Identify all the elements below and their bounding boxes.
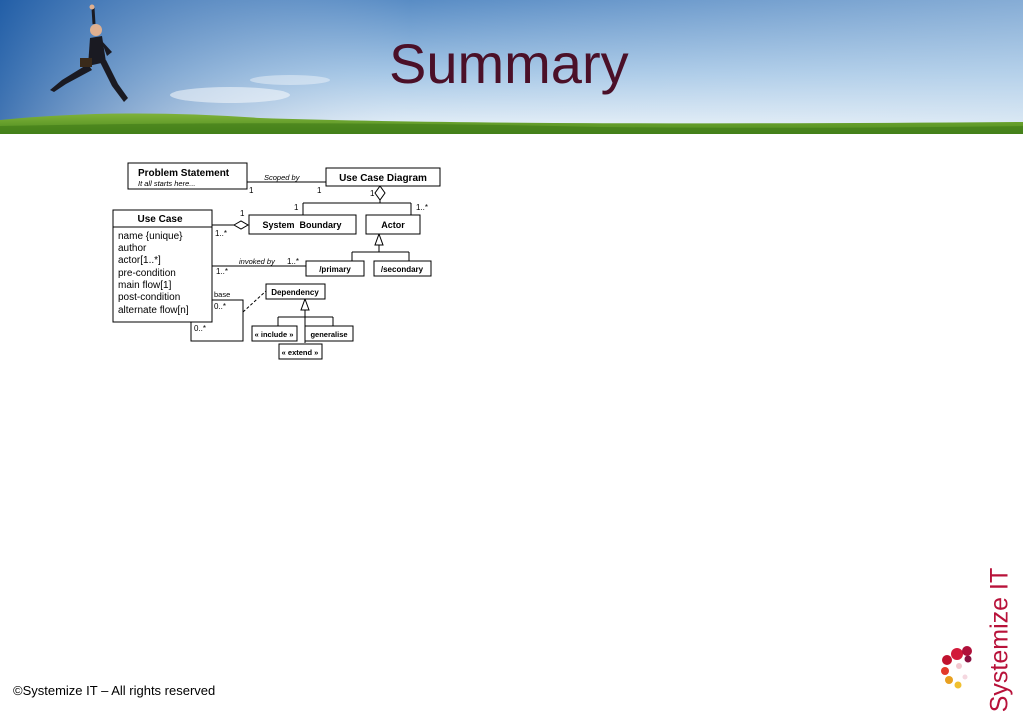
multiplicity-label: 1..* (215, 229, 227, 238)
base-label: base (214, 290, 230, 299)
use-case-attribute: post-condition (118, 292, 180, 303)
use-case-title: Use Case (137, 214, 182, 225)
include-box: « include » (251, 325, 298, 342)
actor-box: Actor (365, 214, 421, 235)
multiplicity-label: 1..* (416, 203, 428, 212)
scoped-by-label: Scoped by (264, 173, 301, 182)
use-case-attribute: actor[1..*] (118, 255, 161, 266)
connectors (190, 181, 412, 343)
dependency-title: Dependency (271, 288, 319, 297)
extend-box: « extend » (278, 343, 323, 360)
multiplicity-label: 1 (249, 186, 254, 195)
secondary-box: /secondary (373, 260, 432, 277)
dependency-box: Dependency (265, 283, 326, 300)
multiplicity-label: 1..* (287, 257, 299, 266)
generalise-title: generalise (310, 330, 347, 339)
slide-title: Summary (389, 32, 629, 95)
sky-grass-background (0, 0, 1023, 134)
problem-statement-subtitle: It all starts here... (138, 179, 196, 188)
invoked-by-label: invoked by (239, 257, 276, 266)
sb-aggregation-diamond (232, 220, 250, 230)
multiplicity-label: 1..* (216, 267, 228, 276)
system-boundary-box: System Boundary (248, 214, 357, 235)
primary-box: /primary (305, 260, 365, 277)
secondary-title: /secondary (381, 265, 424, 274)
generalise-box: generalise (304, 325, 354, 342)
use-case-diagram-title: Use Case Diagram (339, 173, 427, 184)
primary-title: /primary (319, 265, 351, 274)
actor-generalisation-arrow (374, 232, 384, 246)
multiplicity-label: 1 (370, 189, 375, 198)
multiplicity-label: 0..* (214, 302, 226, 311)
use-case-attribute: name {unique} (118, 231, 183, 242)
use-case-diagram-box: Use Case Diagram (325, 167, 441, 187)
actor-title: Actor (381, 220, 405, 230)
multiplicities: 1 1 1 1 1..* 1 1..* 1..* 1..* 0..* 0..* (194, 186, 428, 333)
systemize-logo-text: Systemize IT (985, 567, 1014, 712)
dependency-generalisation-arrow (300, 297, 310, 311)
use-case-attribute: pre-condition (118, 268, 176, 279)
multiplicity-label: 1 (240, 209, 245, 218)
systemize-logo-icon (941, 646, 972, 689)
header-banner (0, 0, 1023, 134)
multiplicity-label: 0..* (194, 324, 206, 333)
jumping-man-icon (50, 4, 128, 102)
system-boundary-title: System Boundary (262, 220, 341, 230)
problem-statement-box: Problem Statement It all starts here... (127, 162, 248, 190)
copyright-footer: ©Systemize IT – All rights reserved (13, 683, 216, 698)
use-case-attribute: main flow[1] (118, 280, 172, 291)
use-case-attribute: alternate flow[n] (118, 305, 189, 316)
multiplicity-label: 1 (294, 203, 299, 212)
ucd-aggregation-diamond (374, 185, 386, 201)
extend-title: « extend » (282, 348, 319, 357)
multiplicity-label: 1 (317, 186, 322, 195)
use-case-attribute: author (118, 243, 147, 254)
include-title: « include » (255, 330, 294, 339)
use-case-class-box: Use Case name {unique} author actor[1..*… (112, 209, 213, 323)
problem-statement-title: Problem Statement (138, 168, 230, 179)
